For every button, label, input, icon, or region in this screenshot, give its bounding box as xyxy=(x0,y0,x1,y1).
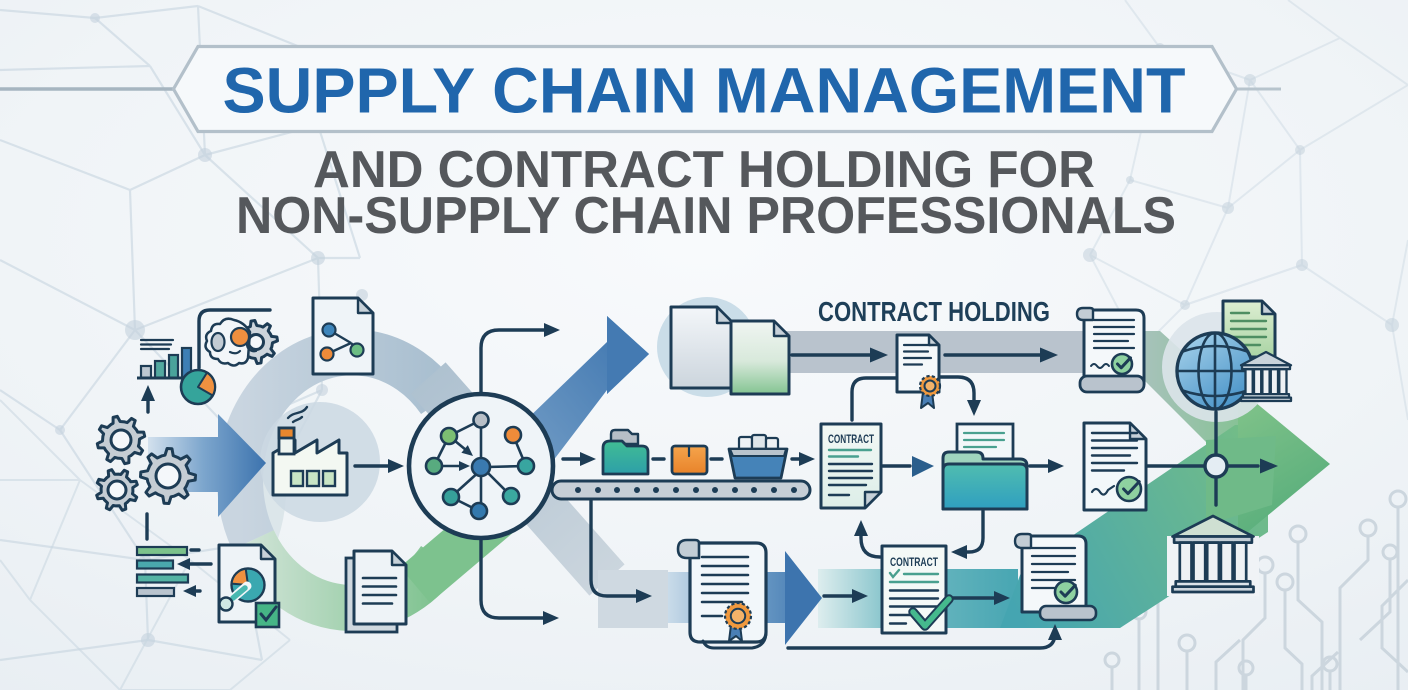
svg-text:CONTRACT: CONTRACT xyxy=(890,557,938,569)
svg-text:AND CONTRACT HOLDING FOR: AND CONTRACT HOLDING FOR xyxy=(313,141,1095,199)
svg-text:NON-SUPPLY CHAIN PROFESSIONALS: NON-SUPPLY CHAIN PROFESSIONALS xyxy=(236,187,1176,245)
svg-text:SUPPLY CHAIN MANAGEMENT: SUPPLY CHAIN MANAGEMENT xyxy=(223,55,1186,127)
svg-text:CONTRACT HOLDING: CONTRACT HOLDING xyxy=(818,296,1050,327)
svg-text:CONTRACT: CONTRACT xyxy=(828,434,874,446)
